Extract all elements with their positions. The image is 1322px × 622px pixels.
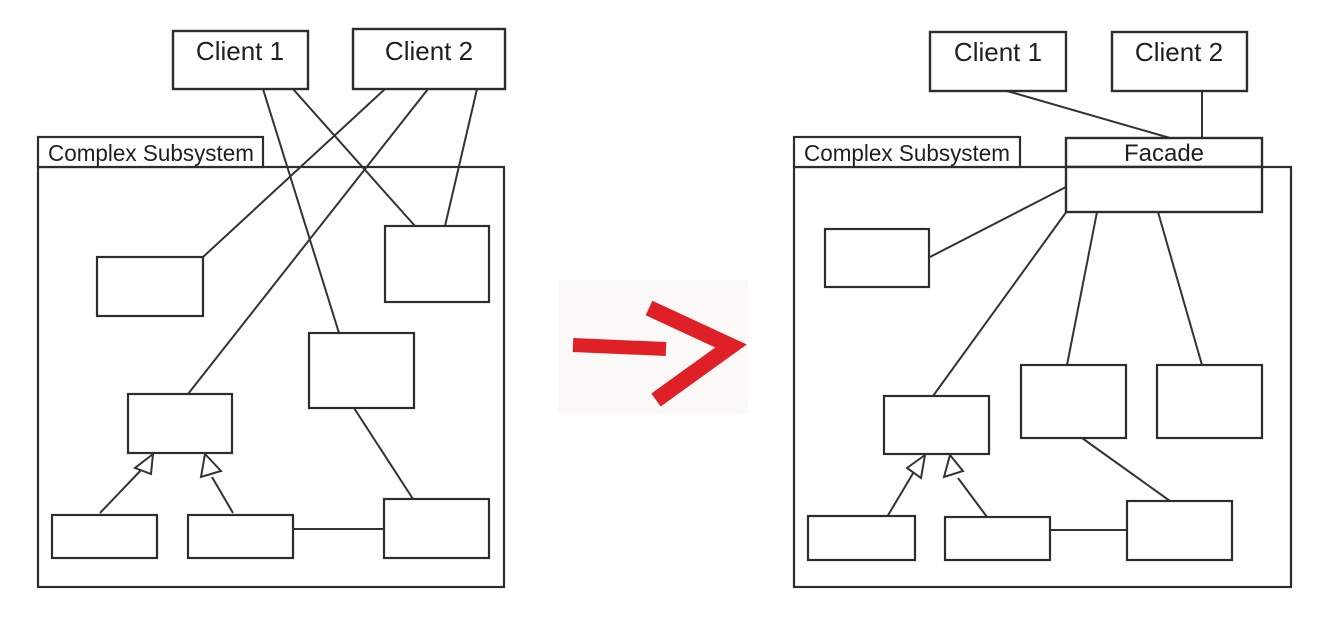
left-client1-label: Client 1 [196,36,284,66]
left-connector-client1-to-inner-box-b [292,88,416,227]
left-connector-client2-to-inner-box-a [202,88,386,258]
right-client1-box [928,30,1068,93]
left-connector-client2-to-inner-box-d [187,88,429,395]
left-inner-box-e [50,513,159,560]
right-inner-box-a [823,227,931,289]
right-connector-facade-to-box-d [932,210,1068,397]
right-connector-facade-to-box-c2 [1157,211,1203,366]
right-inheritance-arrowhead-e [905,452,927,480]
left-connector-box-c-to-box-g [353,407,414,500]
right-inner-box-c2 [1155,363,1264,440]
right-inner-box-f [943,515,1052,562]
left-inner-box-d [126,392,234,455]
right-arrow-icon [572,300,747,407]
right-client2-label: Client 2 [1135,37,1223,67]
right-inheritance-line-box-f [957,477,988,518]
left-inheritance-arrowhead-e [132,451,155,476]
left-inheritance-line-box-e [99,467,144,514]
right-subsystem-label: Complex Subsystem [804,140,1010,166]
left-subsystem-label: Complex Subsystem [48,140,254,166]
right-client1-label: Client 1 [954,37,1042,67]
left-subsystem-label-box [36,135,265,169]
left-inheritance-line-box-f [211,476,234,514]
left-inheritance-arrowhead-f [199,451,223,479]
left-inner-box-g [382,497,491,560]
left-client2-box [351,27,507,91]
left-client2-label: Client 2 [385,36,473,66]
right-inner-box-c1 [1019,363,1128,440]
right-client2-box [1110,30,1249,93]
right-connector-facade-to-box-c1 [1066,211,1098,366]
left-diagram: Client 1 Client 2 Complex Subsystem [36,27,507,589]
facade-label-box [1064,136,1264,169]
right-diagram: Client 1 Client 2 Complex Subsystem Faca… [792,30,1293,589]
transform-arrow-group [558,280,748,414]
right-connector-client1-to-facade [1006,90,1171,139]
right-inner-box-d [882,394,991,456]
left-inner-box-b [383,224,491,304]
left-connector-client1-to-inner-box-c [262,88,340,334]
left-inner-box-c [307,331,416,410]
right-inheritance-line-box-e [886,469,916,518]
left-client1-box [171,29,310,91]
left-connector-client2-to-inner-box-b [444,88,478,227]
right-inner-box-e [806,514,917,562]
left-inner-box-f [186,513,295,560]
right-connector-box-c1-to-box-g [1081,437,1171,502]
right-inheritance-arrowhead-f [942,452,965,479]
facade-body-box [1064,165,1264,214]
facade-label: Facade [1124,140,1204,167]
left-inner-box-a [95,255,205,318]
right-subsystem-label-box [792,135,1022,169]
right-inner-box-g [1125,499,1234,562]
right-connector-facade-to-box-a [929,186,1067,258]
